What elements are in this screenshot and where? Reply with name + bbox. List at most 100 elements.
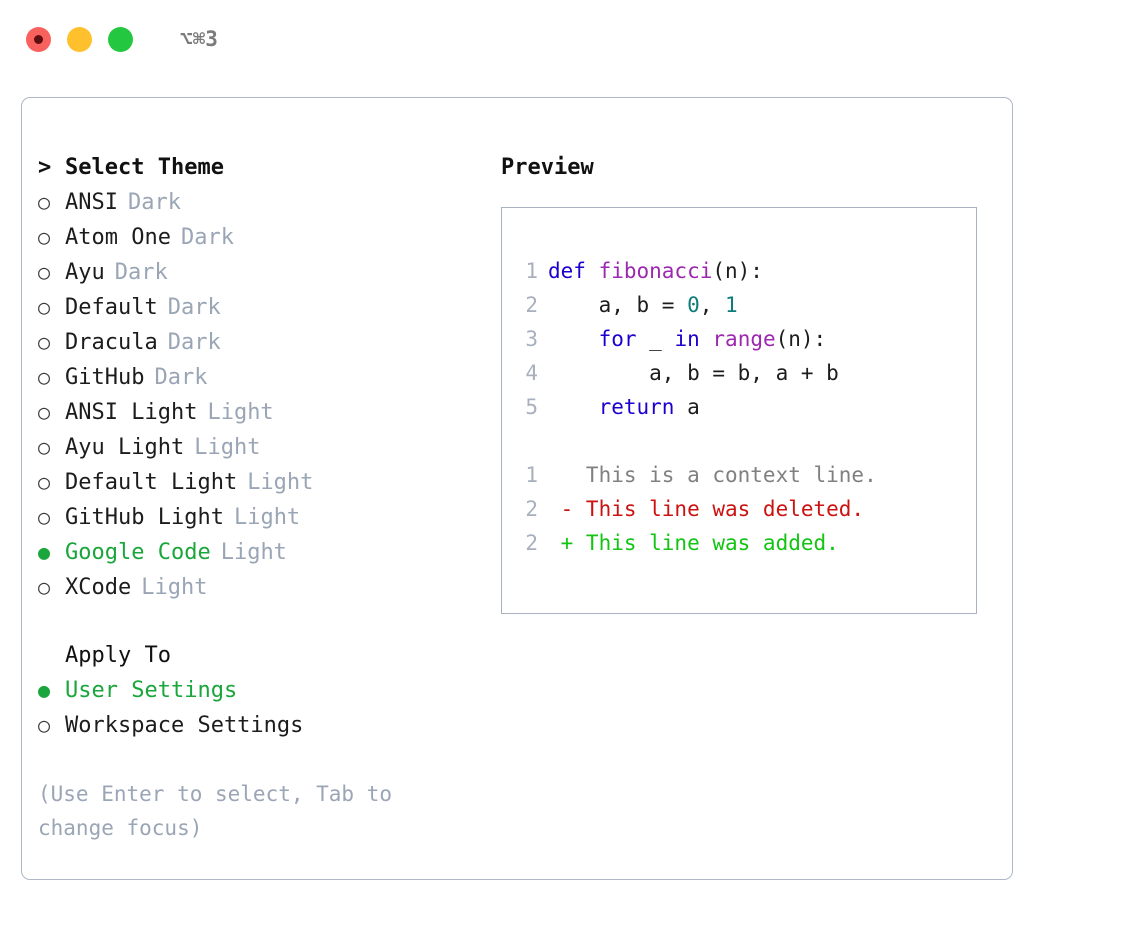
code-token-kw: in [674,327,700,351]
theme-option-tag: Light [220,540,287,565]
radio-unselected-icon: ○ [38,400,51,424]
caret-icon: > [38,155,52,180]
apply-to-title: Apply To [65,643,171,668]
diff-line-text: + This line was added. [548,531,839,555]
theme-option-label: ANSI [65,190,118,215]
maximize-button-icon[interactable] [108,26,133,52]
theme-option-tag: Dark [154,365,208,390]
theme-option-tag: Dark [114,260,168,285]
radio-unselected-icon: ○ [38,713,51,737]
theme-option-label: Google Code [65,540,211,565]
diff-sample: 1 This is a context line.2 - This line w… [502,458,976,560]
line-number: 2 [525,293,538,317]
line-number: 4 [525,361,538,385]
diff-line-text: - This line was deleted. [548,497,865,521]
code-token-kw: for [598,327,637,351]
theme-option-tag: Dark [167,295,221,320]
code-line-text: a, b = b, a + b [548,356,839,390]
diff-line-number: 2 [525,531,538,555]
code-token-txt [548,327,599,351]
theme-option-label: XCode [65,575,132,600]
code-token-num: 1 [725,293,738,317]
theme-option-tag: Light [194,435,261,460]
theme-option-tag: Light [207,400,274,425]
code-token-kw: def [548,259,599,283]
theme-option-tag: Light [233,505,301,530]
radio-unselected-icon: ○ [38,575,51,599]
line-number: 1 [525,259,538,283]
apply-to-header: Apply To [38,639,478,673]
theme-option-label: ANSI Light [65,400,198,425]
radio-unselected-icon: ○ [38,225,51,249]
theme-option-tag: Dark [127,190,181,215]
radio-unselected-icon: ○ [38,505,51,529]
code-token-txt: (n): [712,259,763,283]
apply-to-list: ●User Settings ○ Workspace Settings [38,673,478,743]
radio-unselected-icon: ○ [38,260,51,284]
code-token-num: 0 [687,293,700,317]
code-token-txt: _ [636,327,675,351]
code-line: 2 a, b = 0, 1 [502,288,976,322]
close-button-icon[interactable] [26,26,51,52]
close-inner-dot-icon [34,34,43,44]
title-bar: ⌥⌘3 [0,0,1140,78]
radio-unselected-icon: ○ [38,365,51,389]
code-line: 3 for _ in range(n): [502,322,976,356]
code-token-txt: a [674,395,700,419]
code-token-fn: fibonacci [598,259,713,283]
theme-option-label: Default Light [65,470,238,495]
apply-to-option-label: Workspace Settings [65,713,304,738]
theme-option-xcode[interactable]: ○ XCode Light [38,570,478,605]
apply-to-option-label: User Settings [65,678,238,703]
radio-unselected-icon: ○ [38,190,51,214]
minimize-button-icon[interactable] [67,26,92,52]
apply-to-option-workspace-settings[interactable]: ○ Workspace Settings [38,708,478,743]
radio-selected-icon: ● [38,540,51,564]
keyboard-hint: (Use Enter to select, Tab to change focu… [38,782,405,840]
theme-option-tag: Dark [180,225,234,250]
code-token-txt: (n): [775,327,827,351]
theme-option-ansi[interactable]: ○ ANSI Dark [38,185,478,220]
line-number: 3 [525,327,538,351]
radio-unselected-icon: ○ [38,435,51,459]
code-line: 4 a, b = b, a + b [502,356,976,390]
theme-option-label: GitHub [65,365,145,390]
diff-line: 2 + This line was added. [502,526,976,560]
code-token-txt: a, b = [548,293,688,317]
code-line-text: for _ in range(n): [548,322,827,356]
theme-option-github-light[interactable]: ○ GitHub Light Light [38,500,478,535]
apply-to-option-user-settings[interactable]: ●User Settings [38,673,478,708]
diff-line-number: 1 [525,463,538,487]
code-diff-gap [502,424,976,458]
diff-line: 2 - This line was deleted. [502,492,976,526]
code-token-txt: a, b = b, a + b [548,361,839,385]
diff-line-text: This is a context line. [548,463,877,487]
theme-option-ansi-light[interactable]: ○ ANSI Light Light [38,395,478,430]
code-line-text: def fibonacci(n): [548,254,763,288]
theme-picker-title: Select Theme [65,155,224,180]
theme-option-google-code[interactable]: ● Google Code Light [38,535,478,570]
line-number: 5 [525,395,538,419]
radio-unselected-icon: ○ [38,295,51,319]
theme-option-github[interactable]: ○ GitHub Dark [38,360,478,395]
code-token-txt: , [699,293,726,317]
diff-line: 1 This is a context line. [502,458,976,492]
code-token-kw: return [598,395,675,419]
code-line: 5 return a [502,390,976,424]
theme-option-tag: Light [141,575,208,600]
code-line-text: a, b = 0, 1 [548,288,738,322]
code-line: 1 def fibonacci(n): [502,254,976,288]
theme-option-label: GitHub Light [65,505,224,530]
code-token-txt [548,395,599,419]
